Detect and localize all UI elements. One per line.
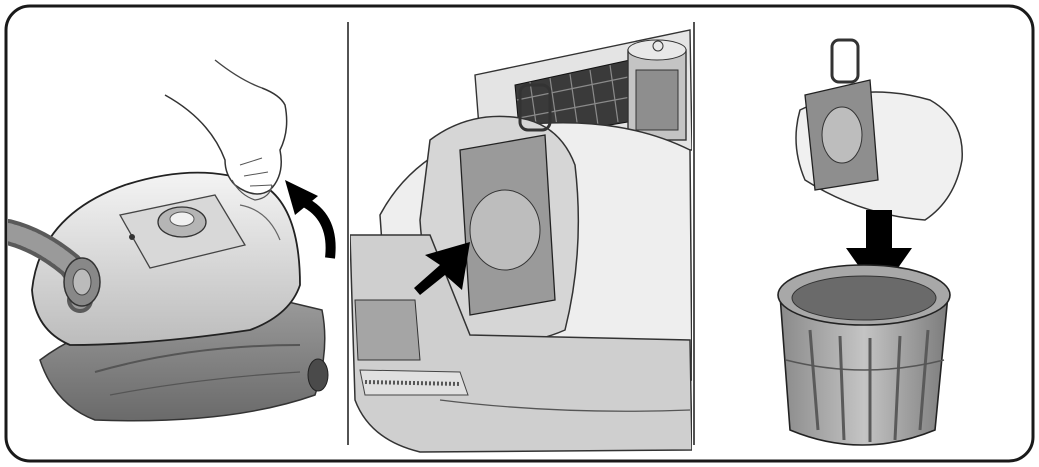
dust-bag-icon <box>795 38 963 221</box>
vacuum-cover-icon <box>31 171 301 346</box>
vacuum-tray-icon <box>350 234 692 453</box>
panel-2-remove-bag <box>350 29 692 453</box>
cylinder-housing-icon <box>627 39 687 141</box>
panel-3-dispose-bag <box>777 38 963 446</box>
vacuum-hose-icon <box>8 219 101 313</box>
curved-arrow-up-icon <box>285 180 336 259</box>
panel-1-lift-cover <box>8 59 336 422</box>
hand-icon <box>164 59 288 201</box>
diagonal-arrow-up-icon <box>414 242 470 295</box>
down-arrow-icon <box>846 210 912 295</box>
trash-bin-icon <box>777 264 951 446</box>
